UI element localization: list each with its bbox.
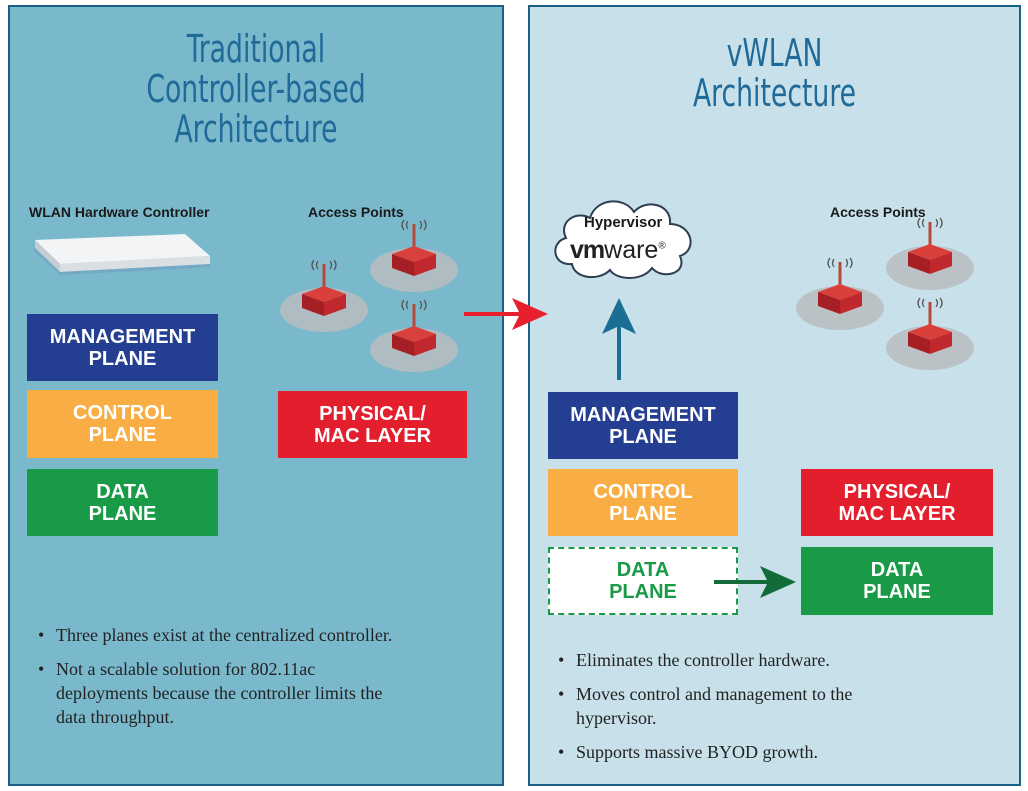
- title-line: Traditional: [186, 27, 326, 71]
- title-line: vWLAN: [726, 31, 823, 75]
- wifi-signal-icon: [311, 259, 337, 271]
- right-bullet-list: Eliminates the controller hardware. Move…: [558, 648, 888, 774]
- hardware-controller-label: WLAN Hardware Controller: [29, 204, 210, 220]
- arrow-icon: [714, 566, 796, 598]
- data-plane-box: DATA PLANE: [27, 469, 218, 536]
- access-point-icon: [370, 219, 458, 292]
- access-point-icon: [370, 299, 458, 372]
- physical-mac-layer-box: PHYSICAL/ MAC LAYER: [801, 469, 993, 536]
- bullet-item: Eliminates the controller hardware.: [558, 648, 888, 672]
- access-point-icon: [796, 257, 884, 330]
- title-line: Architecture: [692, 71, 857, 115]
- access-point-icon: [886, 217, 974, 290]
- data-plane-dashed-box: DATA PLANE: [548, 547, 738, 615]
- data-plane-box: DATA PLANE: [801, 547, 993, 615]
- physical-mac-layer-box: PHYSICAL/ MAC LAYER: [278, 391, 467, 458]
- wifi-signal-icon: [401, 219, 427, 231]
- left-bullet-list: Three planes exist at the centralized co…: [38, 623, 408, 739]
- cloud-icon: [554, 200, 692, 279]
- access-points-label: Access Points: [830, 204, 926, 220]
- bullet-item: Three planes exist at the centralized co…: [38, 623, 408, 647]
- arrow-icon: [602, 298, 636, 380]
- wifi-signal-icon: [917, 217, 943, 229]
- arrow-icon: [464, 298, 548, 330]
- title-line: Controller-based: [146, 67, 366, 111]
- vmware-logo: vmware®: [570, 236, 666, 264]
- wifi-signal-icon: [917, 297, 943, 309]
- hypervisor-label: Hypervisor: [584, 214, 663, 231]
- control-plane-box: CONTROL PLANE: [548, 469, 738, 536]
- access-point-icon: [280, 259, 368, 332]
- management-plane-box: MANAGEMENT PLANE: [27, 314, 218, 381]
- title-line: Architecture: [174, 107, 338, 151]
- control-plane-box: CONTROL PLANE: [27, 390, 218, 458]
- bullet-item: Not a scalable solution for 802.11ac dep…: [38, 657, 408, 729]
- management-plane-box: MANAGEMENT PLANE: [548, 392, 738, 459]
- controller-hardware-icon: [33, 234, 211, 275]
- wifi-signal-icon: [827, 257, 853, 269]
- wifi-signal-icon: [401, 299, 427, 311]
- bullet-item: Supports massive BYOD growth.: [558, 740, 888, 764]
- access-point-icon: [886, 297, 974, 370]
- bullet-item: Moves control and management to the hype…: [558, 682, 888, 730]
- vwlan-title: vWLAN Architecture: [530, 33, 1019, 113]
- traditional-title: Traditional Controller-based Architectur…: [10, 29, 502, 149]
- access-points-label: Access Points: [308, 204, 404, 220]
